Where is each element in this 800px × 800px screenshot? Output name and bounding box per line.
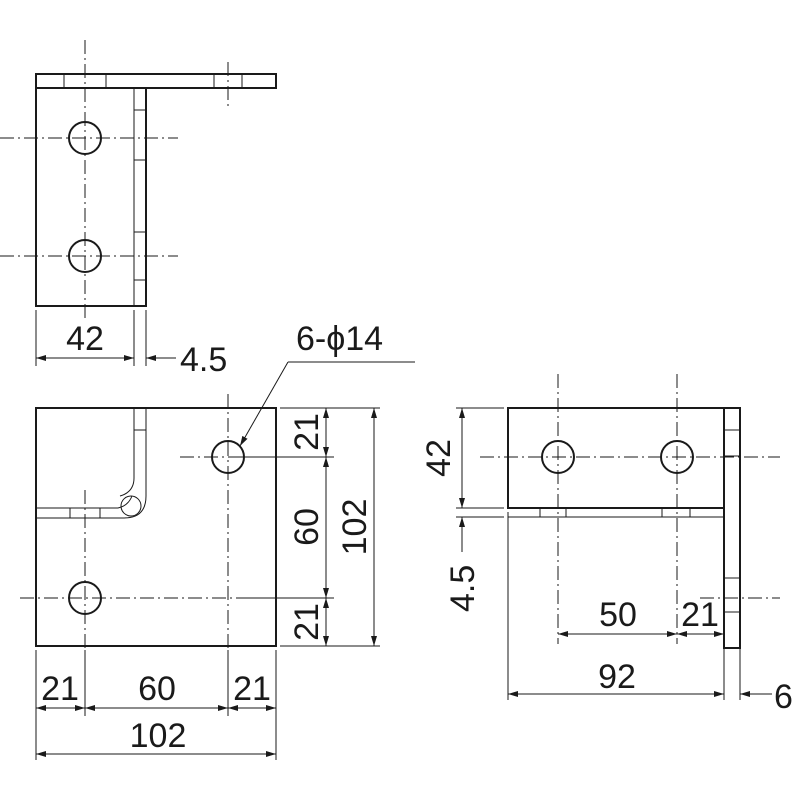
- dim-front-right: 21: [233, 670, 271, 708]
- front-view-outline: [35, 407, 277, 647]
- dim-top-width: 42: [66, 320, 104, 358]
- top-view: 42 4.5: [0, 40, 277, 379]
- dim-side-edge: 21: [681, 596, 719, 634]
- dim-side-height: 42: [420, 439, 458, 477]
- dim-top-thickness: 4.5: [180, 341, 227, 379]
- leader-line: [239, 361, 289, 447]
- dim-side-plate: 6: [774, 678, 793, 716]
- dim-front-top: 21: [288, 413, 326, 451]
- front-view: 6-ϕ14 21 60 21 102 21 60 21 102: [20, 320, 415, 760]
- top-view-outline: [35, 73, 277, 307]
- hole-callout: 6-ϕ14: [296, 320, 383, 358]
- side-view: 42 4.5 50 21 92 6: [420, 374, 793, 716]
- dim-front-middle: 60: [138, 670, 176, 708]
- dim-front-total-width: 102: [130, 717, 187, 755]
- dim-front-vmiddle: 60: [288, 508, 326, 546]
- dim-side-pitch: 50: [599, 596, 637, 634]
- dim-side-thickness: 4.5: [444, 565, 482, 612]
- dim-front-left: 21: [41, 670, 79, 708]
- dim-front-bottom: 21: [288, 603, 326, 641]
- dim-side-length: 92: [598, 658, 636, 696]
- dim-front-total-height: 102: [336, 499, 374, 556]
